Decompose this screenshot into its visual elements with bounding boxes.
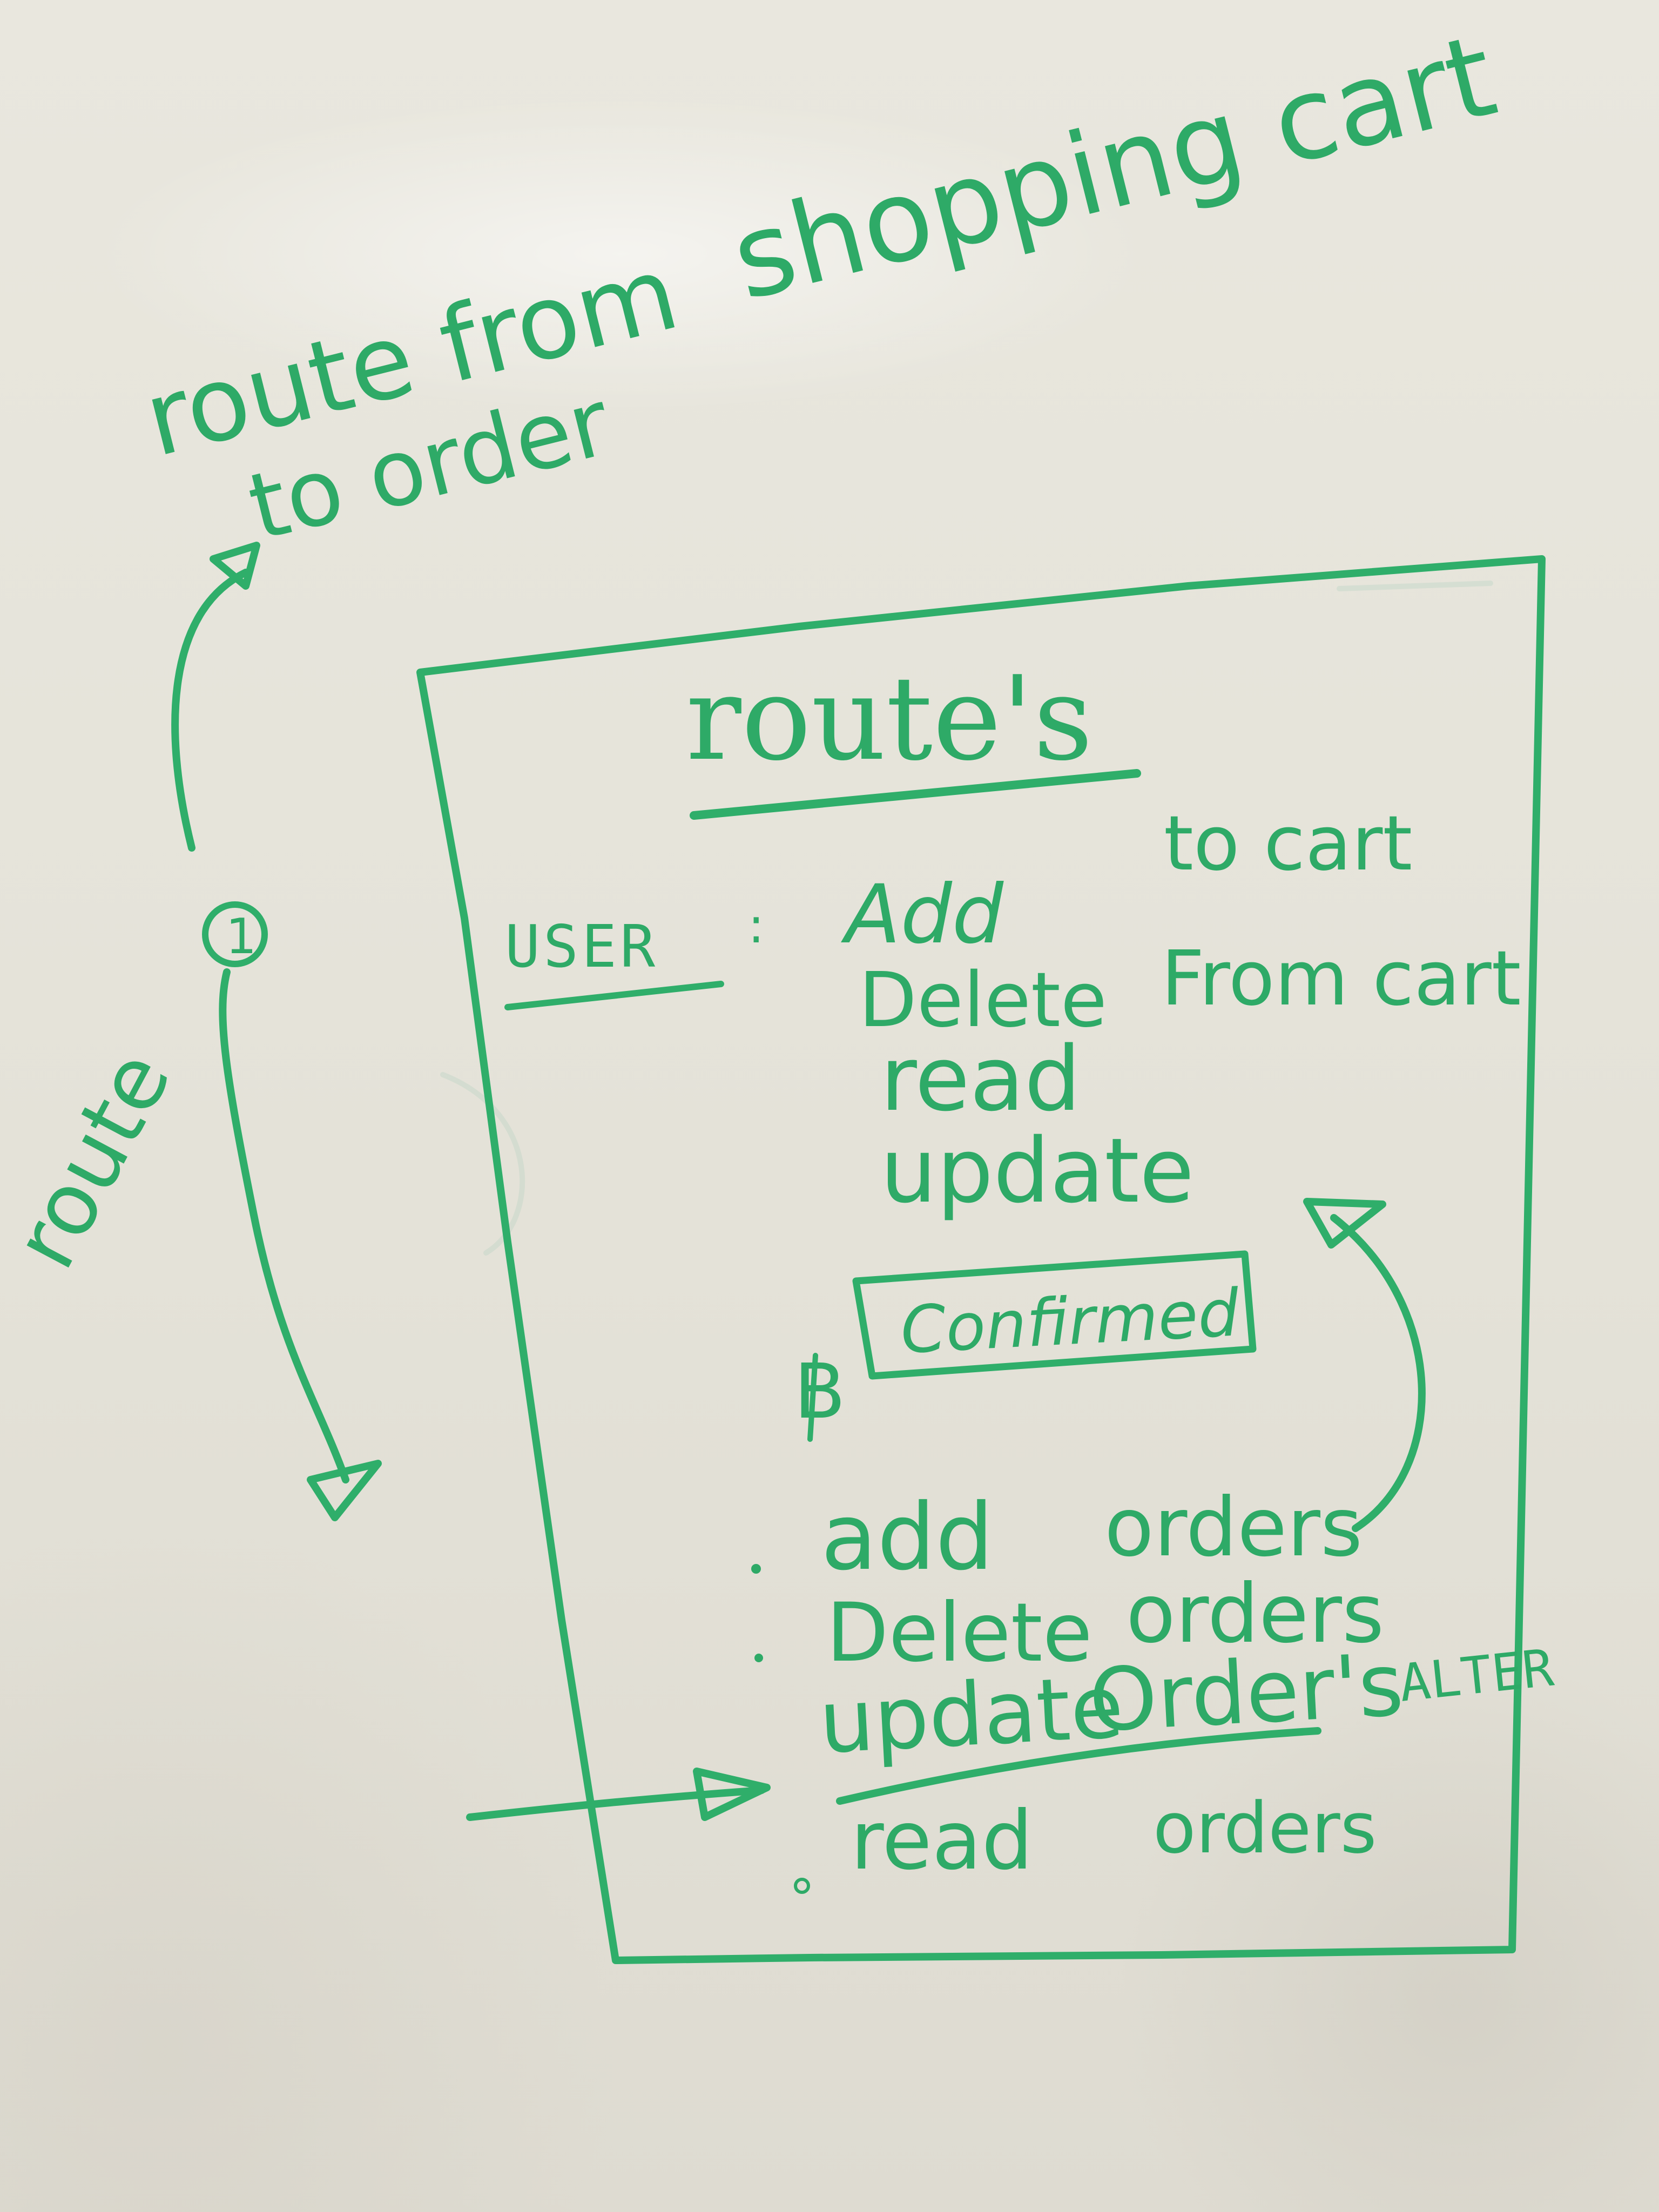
- step-number: 1: [226, 908, 257, 965]
- confirmed-label: Confirmed: [899, 1276, 1241, 1368]
- up-arrow-shaft: [171, 569, 249, 852]
- confirmed-box: [852, 1250, 1257, 1380]
- order-route-add: add: [821, 1484, 994, 1591]
- down-arrow-head: [307, 1460, 382, 1521]
- user-colon: :: [748, 898, 764, 954]
- ghost-stroke: [440, 1072, 525, 1256]
- user-route-add: Add: [841, 868, 1004, 962]
- routes-heading: route's: [686, 651, 1093, 786]
- user-label: USER: [505, 913, 658, 981]
- alter-note: ALTER: [1397, 1638, 1557, 1714]
- heading-underline: [690, 769, 1141, 820]
- b-mark: B: [794, 1348, 846, 1436]
- down-arrow-shaft: [219, 968, 349, 1483]
- order-route-delete-object: orders: [1126, 1567, 1384, 1661]
- curved-arrow-shaft: [1330, 1214, 1426, 1532]
- user-route-to-cart: to cart: [1164, 800, 1412, 888]
- incoming-arrow-shaft: [466, 1786, 765, 1821]
- order-route-update-object: Order's: [1087, 1634, 1406, 1751]
- user-route-read: read: [880, 1027, 1081, 1131]
- top-note: route from to order shopping cart: [133, 9, 1507, 562]
- ghost-stroke-2: [1337, 581, 1493, 591]
- bullet-1: [751, 1564, 761, 1574]
- top-note-shopping-cart: shopping cart: [720, 9, 1507, 326]
- order-route-add-object: orders: [1104, 1481, 1363, 1575]
- order-route-delete: Delete: [826, 1586, 1092, 1680]
- order-route-read: read: [851, 1794, 1033, 1888]
- incoming-arrow-head: [693, 1768, 771, 1821]
- user-route-from-cart: From cart: [1161, 935, 1521, 1023]
- bullet-4: [794, 1878, 810, 1894]
- b-mark-stroke: [807, 1353, 818, 1442]
- routes-box-outline: [416, 555, 1546, 1964]
- up-arrow-head: [210, 542, 260, 590]
- update-orders-underline: [836, 1727, 1321, 1805]
- user-underline: [504, 981, 724, 1010]
- order-route-read-object: orders: [1153, 1787, 1377, 1869]
- step-circle: [202, 901, 268, 967]
- side-route-label: route: [0, 1035, 190, 1284]
- bullet-2: [754, 1654, 763, 1662]
- user-route-update: update: [880, 1119, 1194, 1223]
- curved-arrow-head: [1303, 1198, 1386, 1249]
- user-route-delete: Delete: [859, 956, 1107, 1044]
